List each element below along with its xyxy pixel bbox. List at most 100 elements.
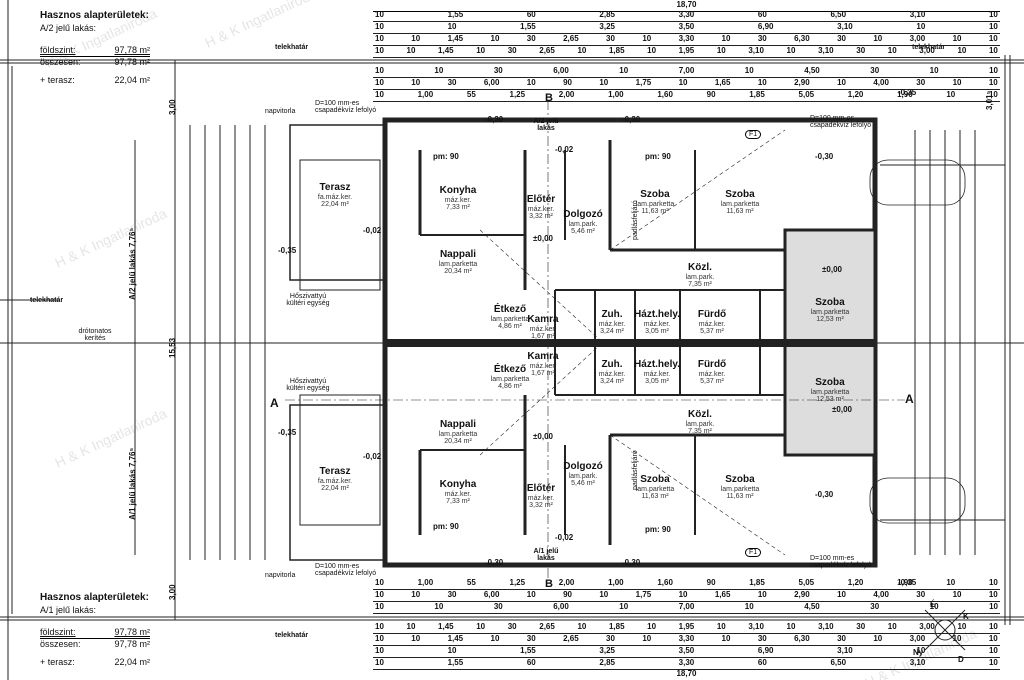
dimension-value: 30 [856, 46, 866, 55]
dimension-value: 10 [887, 622, 897, 631]
terrace-label: + terasz: [40, 656, 75, 667]
dimension-value: 10 [952, 78, 962, 87]
drain-label: D=100 mm-es csapadékvíz lefolyó [315, 100, 377, 114]
dimension-value: 1,85 [608, 622, 625, 631]
room-name: Fürdő [697, 309, 727, 320]
dimension-value: 30 [606, 634, 615, 643]
level-mark: ±0,00 [832, 405, 852, 414]
dimension-value: 10 [375, 602, 384, 611]
room-finish: lam.park. [568, 220, 598, 228]
dimension-value: 6,90 [757, 22, 774, 31]
dimension-value: 10 [434, 66, 444, 75]
dimension-value: 60 [757, 658, 767, 667]
level-mark: ±0,00 [533, 234, 553, 243]
dimension-value: 3,10 [909, 10, 926, 19]
dimension-value: 7,00 [678, 66, 695, 75]
level-mark: -0,35 [898, 578, 917, 587]
dimension-value: 90 [563, 78, 572, 87]
room-area: 11,63 m² [641, 492, 669, 500]
room-area: 7,33 m² [446, 497, 470, 505]
room-finish: máz.ker. [444, 490, 472, 498]
dimension-value: 2,00 [558, 578, 575, 587]
attic-access-label: padlásfeljáró [632, 200, 639, 240]
compass-north: É [930, 600, 936, 609]
dimension-value: 1,60 [657, 90, 673, 99]
heatpump-label: Hőszivattyú kültéri egység [286, 378, 330, 392]
room-name: Dolgozó [563, 209, 603, 220]
dimension-value: 10 [744, 602, 754, 611]
dimension-value: 6,00 [553, 602, 569, 611]
area-summary-a2: Hasznos alapterületek: A/2 jelű lakás: f… [40, 10, 150, 86]
dimension-value: 10 [375, 10, 384, 19]
dimension-value: 30 [507, 46, 517, 55]
room-area: 4,86 m² [498, 382, 522, 390]
dimension-value: 10 [929, 602, 939, 611]
dimension-value: 10 [721, 34, 731, 43]
room-area: 1,67 m² [531, 369, 555, 377]
boundary-label: telekhatár [275, 44, 309, 51]
room-area: 20,34 m² [444, 437, 472, 445]
level-mark: -0,30 [622, 558, 641, 567]
dimension-value: 10 [375, 578, 384, 587]
dimension-value: 10 [957, 46, 967, 55]
room-label: Közl.lam.park.7,35 m² [685, 262, 715, 288]
room-name: Zuh. [601, 359, 623, 370]
room-finish: máz.ker. [598, 370, 626, 378]
dimension-value: 10 [786, 622, 796, 631]
dimension-value: 1,55 [520, 22, 536, 31]
room-finish: lam.park. [685, 273, 715, 281]
dimension-value: 55 [466, 90, 476, 99]
dimension-value: 30 [493, 66, 503, 75]
room-name: Kamra [527, 314, 559, 325]
room-finish: fa.máz.ker. [317, 477, 353, 485]
dimension-value: 10 [577, 46, 587, 55]
dimension-value: 1,75 [635, 78, 652, 87]
dimension-value: 10 [988, 578, 998, 587]
room-area: 5,37 m² [700, 377, 724, 385]
room-finish: lam.parketta [810, 308, 850, 316]
compass-south: D [958, 655, 964, 664]
dimension-value: 18,70 [676, 669, 697, 678]
dimension-value: 2,65 [563, 34, 579, 43]
dimension-value: 3,30 [678, 10, 695, 19]
window-tag: F1 [745, 548, 762, 557]
dimension-value: 10 [988, 78, 998, 87]
dimension-value: 30 [837, 34, 846, 43]
dimension-value: 6,00 [553, 66, 569, 75]
room-area: 3,24 m² [600, 377, 624, 385]
dimension-value: 1,25 [509, 578, 526, 587]
dimension-value: 3,25 [599, 22, 615, 31]
dimension-value: 10 [411, 634, 421, 643]
dimension-value: 10 [989, 66, 998, 75]
level-mark: -0,02 [363, 452, 382, 461]
sill-height: pm: 90 [433, 152, 459, 161]
dimension-value: 10 [952, 634, 962, 643]
dimension-value: 10 [526, 590, 536, 599]
dimension-value: 10 [887, 46, 897, 55]
room-name: Közl. [688, 262, 712, 273]
height-dimension: 3,00 [168, 99, 177, 115]
dimension-value: 10 [957, 622, 967, 631]
dimension-value: 10 [988, 34, 998, 43]
dimension-value: 3,00 [909, 634, 926, 643]
room-name: Konyha [439, 479, 477, 490]
room-name: Nappali [439, 249, 477, 260]
room-area: 3,05 m² [645, 327, 669, 335]
dimension-value: 10 [476, 622, 486, 631]
boundary-label: telekhatár [30, 297, 64, 304]
dimension-value: 10 [988, 622, 998, 631]
dimension-value: 30 [507, 622, 517, 631]
dimension-value: 10 [406, 46, 416, 55]
dimension-value: 10 [619, 66, 629, 75]
dimension-value: 10 [647, 622, 657, 631]
dimension-value: 10 [406, 622, 416, 631]
room-name: Szoba [815, 377, 845, 388]
window-tag: F1 [745, 130, 762, 139]
room-label: Házt.hely.máz.ker.3,05 m² [634, 309, 680, 335]
